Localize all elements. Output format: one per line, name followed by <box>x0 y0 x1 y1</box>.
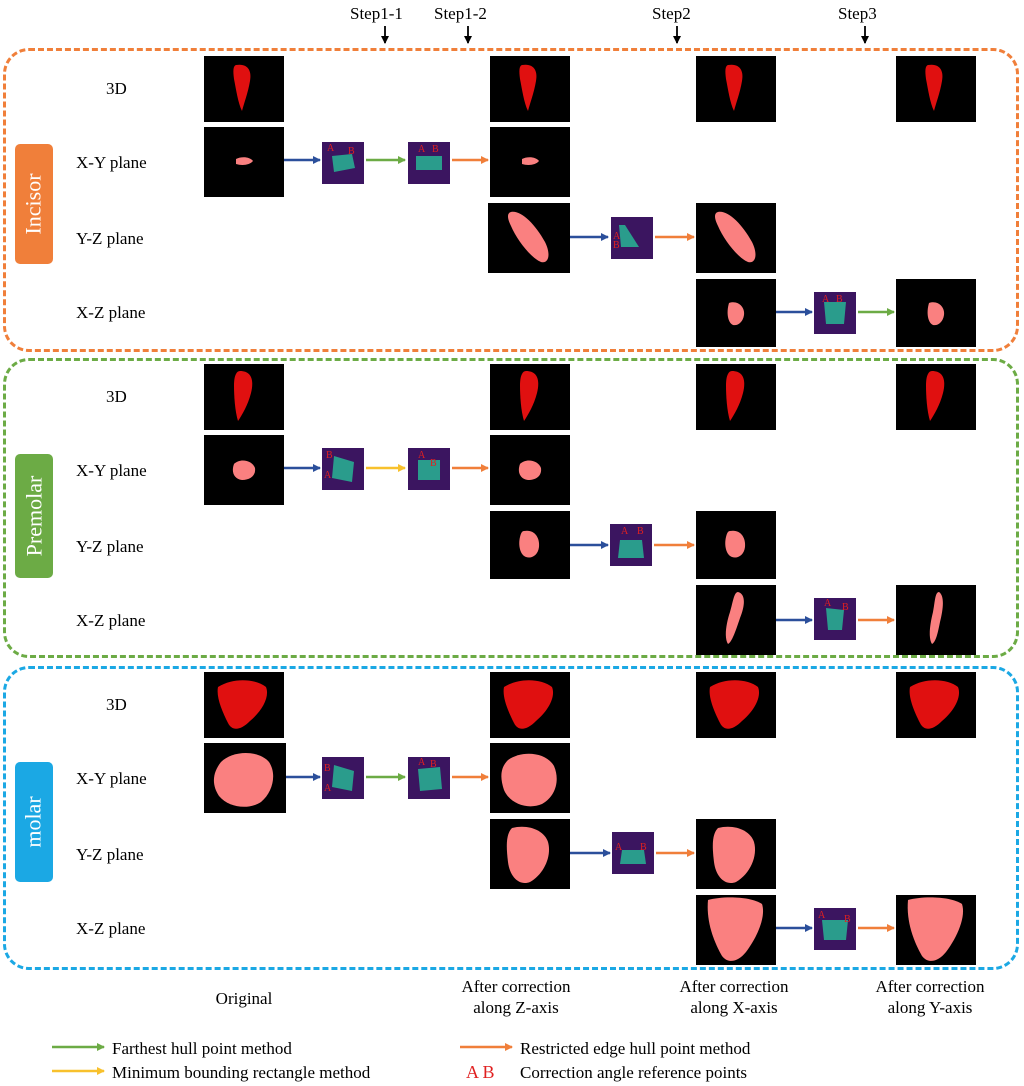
reference-point-label: B <box>637 526 644 537</box>
legend-marker-ab: A B <box>466 1062 495 1082</box>
reference-point-label: B <box>842 602 849 613</box>
legend-label-ref-points: Correction angle reference points <box>520 1063 748 1082</box>
reference-point-label: A <box>822 294 830 305</box>
tooth-shape <box>518 460 542 480</box>
molar-group-box <box>3 666 1019 970</box>
incisor-group-box <box>3 48 1019 352</box>
legend-label-restricted: Restricted edge hull point method <box>520 1039 751 1058</box>
tooth-shape <box>725 530 746 558</box>
row-label-xz: X-Z plane <box>76 919 146 938</box>
reference-point-label: B <box>640 842 647 853</box>
hull-polygon <box>332 154 355 172</box>
step-label-1-1: Step1-1 <box>350 4 403 23</box>
step-label-3: Step3 <box>838 4 877 23</box>
hull-polygon <box>418 460 440 480</box>
row-label-yz: Y-Z plane <box>76 537 144 556</box>
tooth-shape <box>712 826 756 884</box>
tooth-shape <box>501 753 557 807</box>
hull-polygon <box>618 540 644 558</box>
premolar-group-box <box>3 358 1019 658</box>
reference-point-label: A <box>324 470 332 481</box>
reference-point-label: B <box>432 144 439 155</box>
reference-point-label: A <box>824 598 832 609</box>
row-label-3d: 3D <box>106 387 127 406</box>
legend-label-min-rect: Minimum bounding rectangle method <box>112 1063 371 1082</box>
reference-point-label: B <box>324 763 331 774</box>
tooth-shape <box>213 753 274 807</box>
reference-point-label: A <box>327 143 335 154</box>
tooth-shape <box>232 460 256 480</box>
row-label-xy: X-Y plane <box>76 461 147 480</box>
reference-point-label: B <box>348 146 355 157</box>
row-label-xy: X-Y plane <box>76 153 147 172</box>
reference-point-label: A <box>621 526 629 537</box>
row-label-xz: X-Z plane <box>76 303 146 322</box>
group-tag-premolar: Premolar <box>15 454 53 578</box>
row-label-3d: 3D <box>106 695 127 714</box>
row-label-yz: Y-Z plane <box>76 845 144 864</box>
hull-polygon <box>822 920 848 940</box>
row-label-3d: 3D <box>106 79 127 98</box>
tooth-shape <box>236 157 253 165</box>
tooth-shape <box>522 157 539 165</box>
reference-point-label: A <box>615 842 623 853</box>
tooth-shape <box>519 64 537 112</box>
hull-polygon <box>824 302 846 324</box>
reference-point-label: A <box>324 783 332 794</box>
group-tag-incisor: Incisor <box>15 144 53 264</box>
tooth-shape <box>506 826 550 884</box>
tooth-shape <box>234 371 253 421</box>
tooth-shape <box>926 371 945 421</box>
tooth-shape <box>727 302 745 326</box>
tooth-shape <box>909 680 960 729</box>
tooth-shape <box>715 211 756 263</box>
hull-polygon <box>620 850 646 864</box>
row-label-xy: X-Y plane <box>76 769 147 788</box>
row-label-yz: Y-Z plane <box>76 229 144 248</box>
tooth-shape <box>929 592 943 644</box>
hull-polygon <box>418 767 442 791</box>
group-tag-molar: molar <box>15 762 53 882</box>
hull-polygon <box>332 765 354 791</box>
reference-point-label: B <box>430 458 437 469</box>
tooth-shape <box>217 680 268 729</box>
legend-label-farthest: Farthest hull point method <box>112 1039 292 1058</box>
hull-polygon <box>332 456 354 482</box>
reference-point-label: B <box>613 240 620 251</box>
tooth-shape <box>503 680 554 729</box>
tooth-shape <box>725 592 744 644</box>
reference-point-label: B <box>836 294 843 305</box>
step-label-1-2: Step1-2 <box>434 4 487 23</box>
tooth-shape <box>726 371 745 421</box>
hull-polygon <box>826 608 844 630</box>
tooth-shape <box>925 64 943 112</box>
tooth-shape <box>520 371 539 421</box>
reference-point-label: A <box>613 231 621 242</box>
tooth-shape <box>709 680 760 729</box>
hull-polygon <box>416 156 442 170</box>
reference-point-label: B <box>430 759 437 770</box>
tooth-shape <box>519 530 540 558</box>
reference-point-label: A <box>818 910 826 921</box>
reference-point-label: B <box>326 450 333 461</box>
tooth-shape <box>233 64 251 112</box>
tooth-shape <box>707 897 764 961</box>
step-label-2: Step2 <box>652 4 691 23</box>
caption-original: Original <box>215 989 273 1008</box>
reference-point-label: A <box>418 757 426 768</box>
tooth-shape <box>907 897 964 961</box>
reference-point-label: A <box>418 144 426 155</box>
reference-point-label: A <box>418 450 426 461</box>
reference-point-label: B <box>844 914 851 925</box>
tooth-shape <box>508 211 549 263</box>
row-label-xz: X-Z plane <box>76 611 146 630</box>
hull-polygon <box>619 225 639 247</box>
tooth-shape <box>927 302 945 326</box>
tooth-shape <box>725 64 743 112</box>
